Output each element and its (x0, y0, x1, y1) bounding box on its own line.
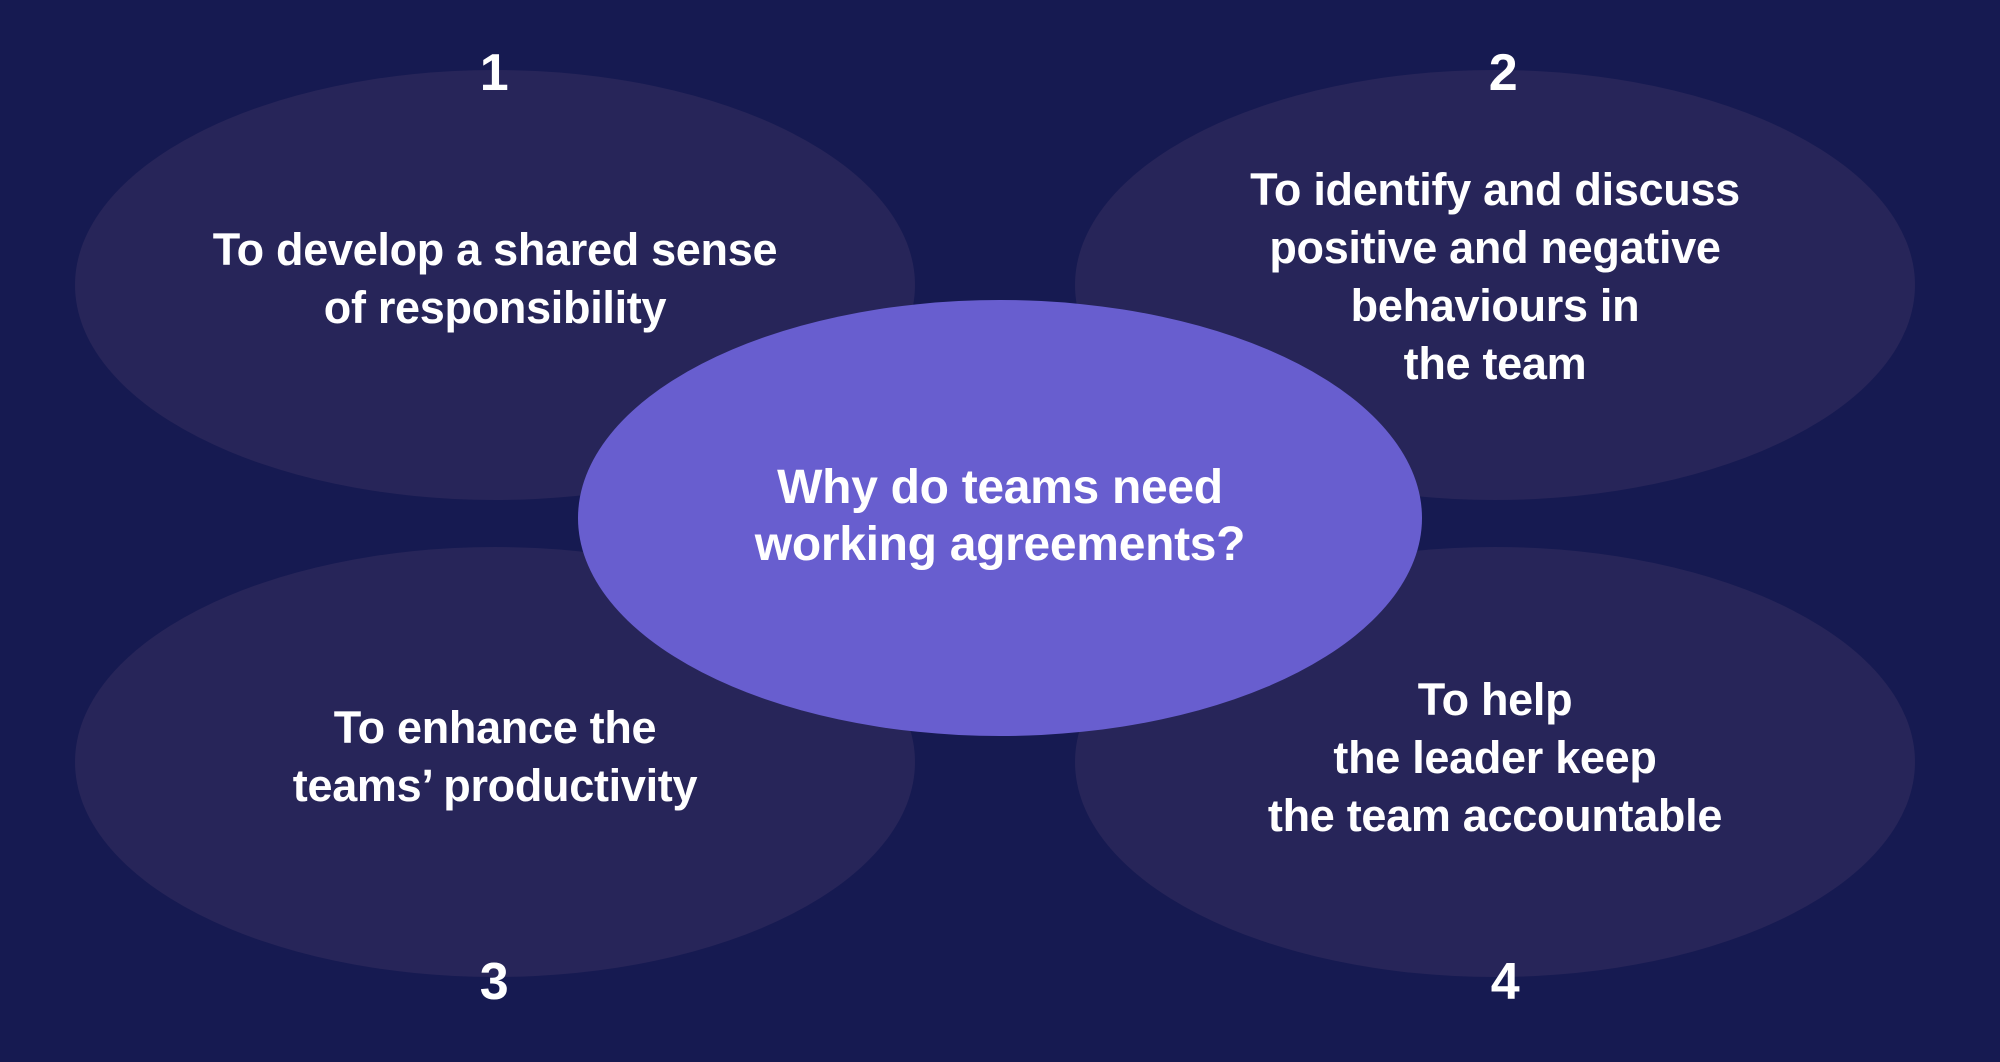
item-1-number: 1 (479, 44, 509, 102)
item-1-label: To develop a shared sense of responsibil… (212, 224, 778, 333)
item-3-number: 3 (479, 953, 509, 1011)
item-4-label: To help the leader keep the team account… (1267, 674, 1723, 841)
center-bubble (578, 300, 1422, 736)
item-4-number: 4 (1490, 953, 1520, 1011)
item-2-number: 2 (1488, 44, 1518, 102)
item-2-label: To identify and discuss positive and neg… (1250, 164, 1740, 389)
center-question: Why do teams need working agreements? (754, 461, 1246, 571)
item-3-label: To enhance the teams’ productivity (292, 702, 698, 811)
